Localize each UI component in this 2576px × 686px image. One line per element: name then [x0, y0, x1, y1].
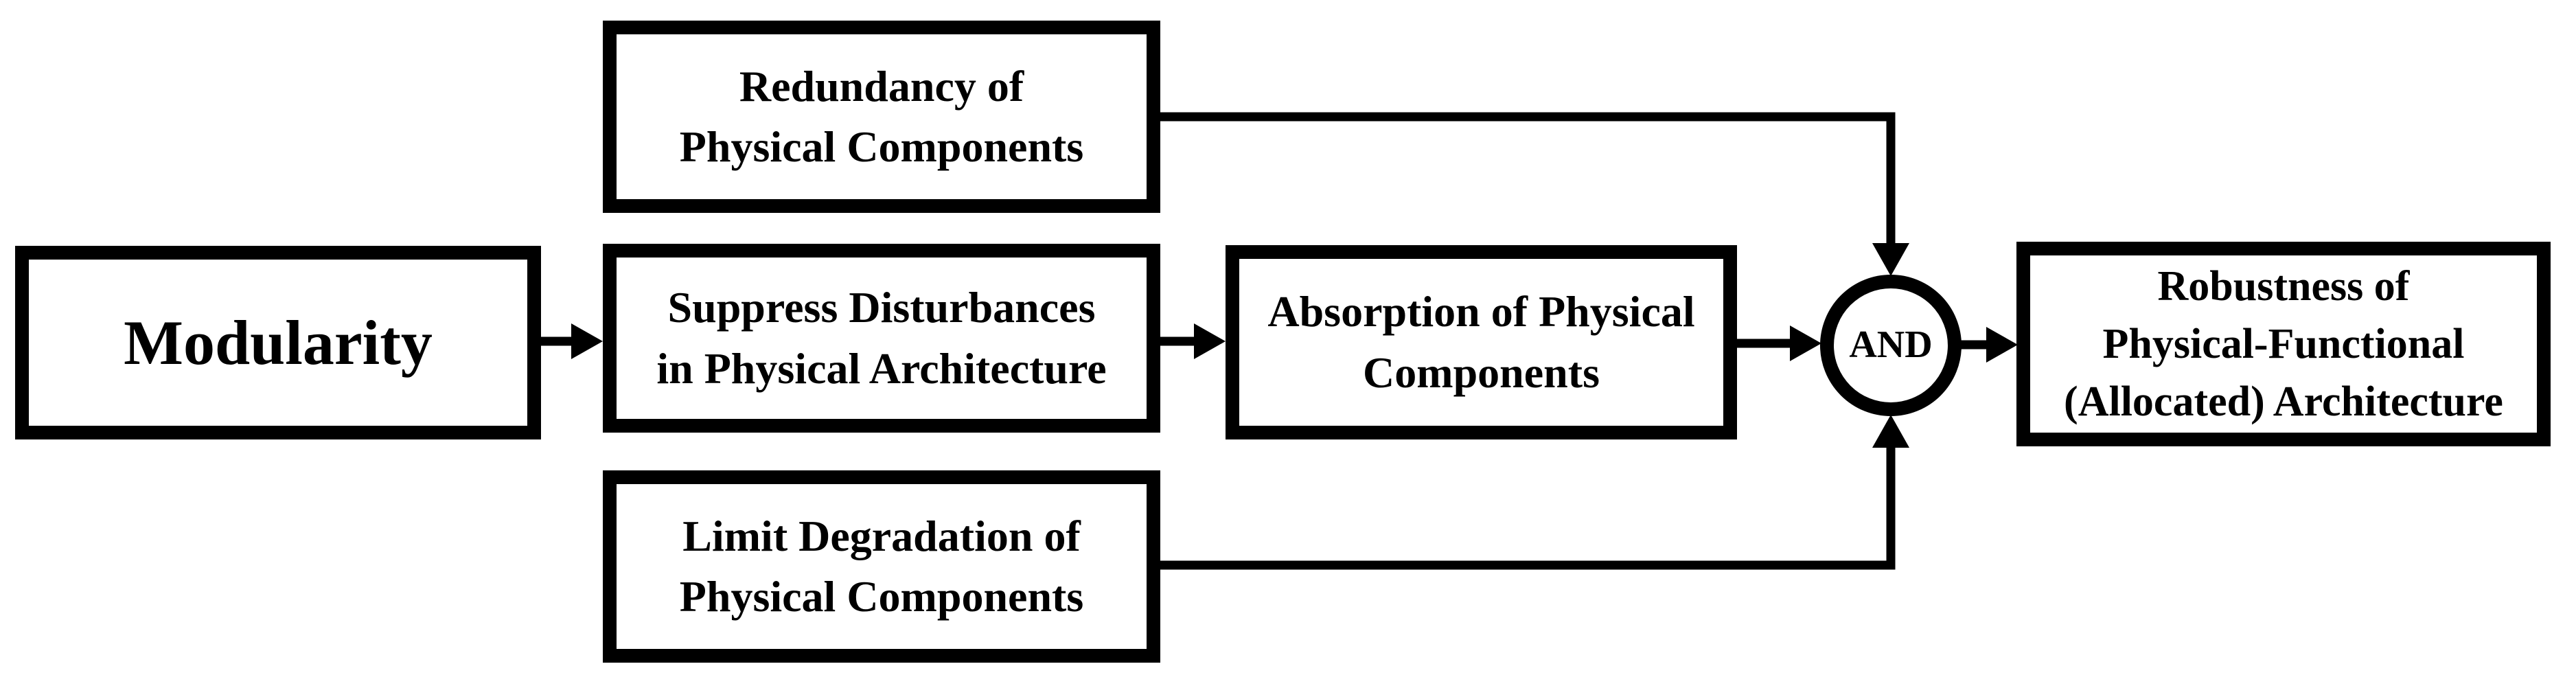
arrowhead-right-icon	[571, 323, 603, 359]
node-limit-degradation: Limit Degradation of Physical Components	[603, 470, 1160, 663]
edge-absorption-gate	[1737, 325, 1821, 361]
and-gate: AND	[1820, 275, 1962, 416]
node-label: Modularity	[124, 307, 433, 378]
node-label-line: Robustness of	[2157, 262, 2410, 310]
node-label-line: (Allocated) Architecture	[2064, 378, 2503, 426]
arrowhead-up-icon	[1872, 415, 1909, 448]
node-label-line: Absorption of Physical	[1267, 287, 1695, 336]
edge-modularity-suppress	[541, 323, 603, 359]
node-label-line: Suppress Disturbances	[667, 283, 1096, 332]
arrowhead-right-icon	[1790, 325, 1821, 361]
node-label-line: Components	[1363, 347, 1600, 397]
node-label-line: Redundancy of	[739, 61, 1024, 111]
node-modularity: Modularity	[15, 246, 541, 439]
edge-limit-gate	[1160, 415, 1909, 570]
node-redundancy-of-physical-components: Redundancy of Physical Components	[603, 21, 1160, 213]
and-gate-label: AND	[1849, 323, 1933, 367]
node-label-line: in Physical Architecture	[656, 343, 1107, 393]
edge-gate-robustness	[1960, 327, 2018, 363]
node-label-line: Physical-Functional	[2102, 320, 2465, 367]
node-absorption-of-physical-components: Absorption of Physical Components	[1226, 245, 1737, 439]
node-label-line: Physical Components	[679, 572, 1084, 621]
node-suppress-disturbances: Suppress Disturbances in Physical Archit…	[603, 244, 1160, 433]
node-label-line: Limit Degradation of	[682, 511, 1081, 560]
arrowhead-down-icon	[1872, 243, 1909, 276]
node-label-line: Physical Components	[679, 122, 1084, 171]
edge-redundancy-gate	[1160, 112, 1909, 276]
node-robustness-architecture: Robustness of Physical-Functional (Alloc…	[2016, 242, 2551, 446]
arrowhead-right-icon	[1194, 323, 1226, 359]
edge-suppress-absorption	[1160, 323, 1226, 359]
arrowhead-right-icon	[1986, 327, 2018, 363]
